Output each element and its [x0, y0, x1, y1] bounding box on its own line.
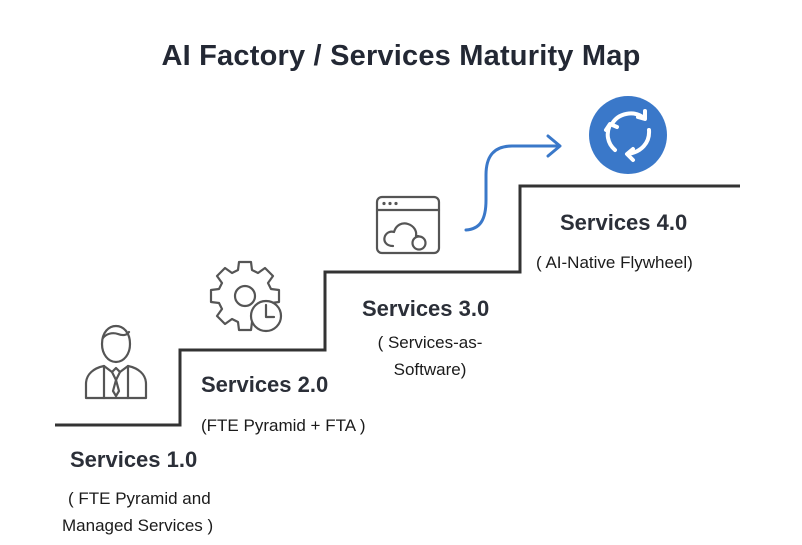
stage-subtitle-line: (FTE Pyramid + FTA ) [201, 416, 366, 435]
staircase-line [55, 184, 740, 427]
stage-subtitle-line: Software) [393, 360, 467, 379]
gear-clock-icon [209, 260, 283, 333]
stage-title-services-3: Services 3.0 [362, 296, 490, 321]
stage-subtitle-services-1: ( FTE Pyramid and Managed Services ) [62, 485, 213, 539]
stage-subtitle-services-4: ( AI-Native Flywheel) [536, 249, 693, 276]
progress-arrow [464, 144, 559, 232]
stage-subtitle-line: ( AI-Native Flywheel) [536, 253, 693, 272]
browser-cloud-icon [375, 195, 441, 255]
stage-title-services-1: Services 1.0 [70, 447, 198, 472]
stage-title-services-4: Services 4.0 [560, 210, 688, 235]
person-icon [84, 324, 148, 400]
stage-subtitle-line: Managed Services ) [62, 516, 214, 535]
page-title: AI Factory / Services Maturity Map [161, 40, 641, 72]
stage-subtitle-line: ( Services-as- [377, 333, 483, 352]
stage-subtitle-services-3: ( Services-as- Software) [355, 329, 505, 383]
stage-title-services-2: Services 2.0 [201, 372, 329, 397]
stage-subtitle-line: ( FTE Pyramid and [68, 489, 211, 508]
stage-subtitle-services-2: (FTE Pyramid + FTA ) [201, 412, 366, 439]
cycle-arrows-icon [589, 96, 667, 174]
